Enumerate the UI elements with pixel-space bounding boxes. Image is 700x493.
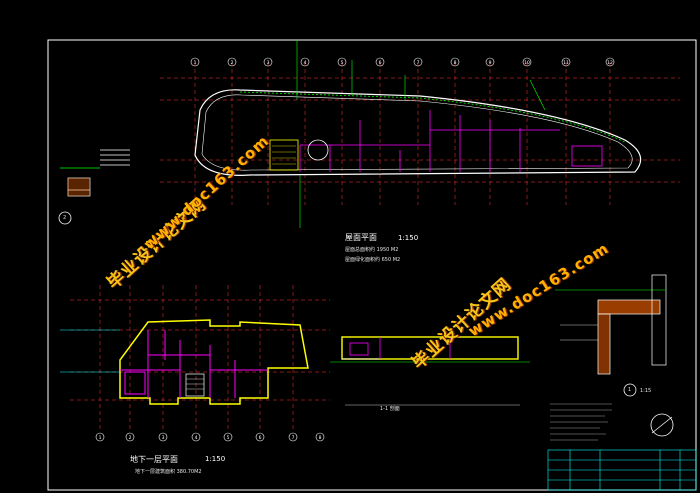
drawing-frame (47, 39, 697, 491)
roof-grid-bubble (485, 57, 495, 67)
roof-green-band (239, 91, 626, 143)
roof-grid-number: 9 (489, 60, 492, 66)
detail-scale: 1:15 (640, 388, 652, 394)
basement-grid-number: 3 (162, 435, 165, 441)
basement-plan: 1 2 3 4 5 6 7 8 (60, 285, 330, 442)
roof-grid-bubble (300, 57, 310, 67)
roof-skylight (307, 139, 329, 161)
basement-grid-number: 7 (292, 435, 295, 441)
roof-grid-bubble (375, 57, 385, 67)
roof-plan-note-2: 屋面绿化面积约 650 M2 (345, 257, 401, 263)
basement-grid-bubble (223, 432, 233, 442)
roof-plan-title: 屋面平面 (345, 233, 377, 242)
title-block (547, 449, 697, 491)
roof-stair-core (269, 139, 299, 171)
detail-marker-2 (58, 211, 72, 225)
roof-plan-scale: 1:150 (398, 234, 419, 242)
roof-grid-number: 1 (194, 60, 197, 66)
basement-grid-number: 2 (129, 435, 132, 441)
roof-grid-bubble (413, 57, 423, 67)
basement-grid-bubble (315, 432, 325, 442)
basement-stair (185, 373, 205, 397)
roof-grid-number: 2 (231, 60, 234, 66)
roof-edge-detail (60, 149, 130, 197)
detail-marker-1 (623, 383, 637, 397)
detail-marker-1-label: 1 (628, 387, 632, 393)
roof-outline-inner (201, 94, 633, 171)
basement-grid-number: 8 (319, 435, 322, 441)
roof-grid-number: 11 (563, 60, 569, 66)
basement-plan-scale: 1:150 (205, 455, 226, 463)
detail-marker-2-label: 2 (63, 215, 67, 221)
basement-grid-bubble (158, 432, 168, 442)
section-1-1 (330, 336, 530, 406)
basement-plan-title: 地下一层平面 (130, 455, 178, 464)
basement-grid-bubble (255, 432, 265, 442)
roof-grid-bubble (561, 57, 571, 67)
roof-grid-number: 3 (267, 60, 270, 66)
roof-grid-bubble (227, 57, 237, 67)
roof-grid-number: 8 (454, 60, 457, 66)
roof-grid-number: 6 (379, 60, 382, 66)
basement-plan-note: 地下一层建筑面积 380.70M2 (135, 469, 202, 475)
general-notes (550, 403, 612, 441)
roof-grid-number: 4 (304, 60, 307, 66)
roof-grid-number: 7 (417, 60, 420, 66)
roof-grid-bubble (605, 57, 615, 67)
section-title: 1-1 剖面 (380, 406, 400, 412)
basement-outline (119, 319, 309, 405)
roof-grid-number: 12 (607, 60, 613, 66)
basement-grid-number: 5 (227, 435, 230, 441)
roof-outline-outer (194, 89, 642, 176)
roof-grid-bubble (190, 57, 200, 67)
basement-grid-bubble (288, 432, 298, 442)
basement-grid-number: 6 (259, 435, 262, 441)
roof-grid-bubble (263, 57, 273, 67)
roof-grid-number: 10 (524, 60, 530, 66)
roof-equipment-box (571, 145, 603, 167)
roof-partitions (299, 110, 560, 172)
wall-detail (555, 274, 667, 397)
roof-grid-bubble (522, 57, 532, 67)
north-arrow (650, 413, 674, 437)
basement-grid-bubble (125, 432, 135, 442)
basement-grid-bubble (191, 432, 201, 442)
roof-grid-bubble (450, 57, 460, 67)
basement-grid-number: 1 (99, 435, 102, 441)
roof-grid-bubble (337, 57, 347, 67)
roof-plan-note-1: 屋面总面积约 1950 M2 (345, 247, 399, 253)
basement-grid-bubble (95, 432, 105, 442)
basement-grid-number: 4 (195, 435, 198, 441)
roof-grid-lines (160, 62, 680, 205)
roof-grid-number: 5 (341, 60, 344, 66)
